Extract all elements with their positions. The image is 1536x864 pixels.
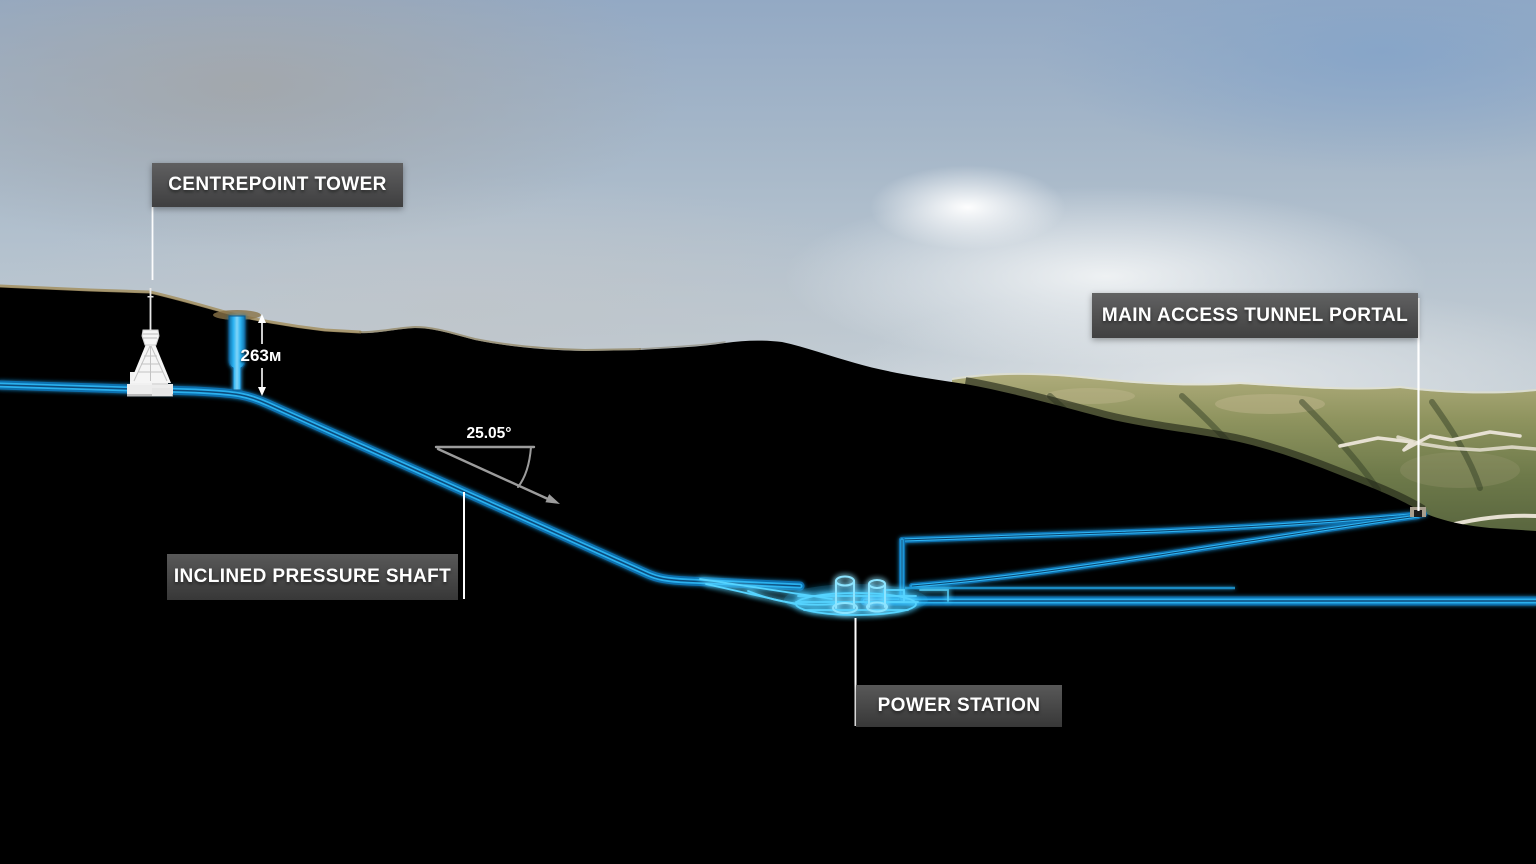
depth-measurement-arrow	[258, 314, 266, 396]
incline-angle-annotation	[434, 445, 560, 504]
power-station-label: POWER STATION	[856, 685, 1062, 727]
centrepoint-tower-label: CENTREPOINT TOWER	[152, 163, 403, 207]
annotation-lines	[151, 207, 1420, 726]
portal-structure	[1410, 507, 1426, 517]
surge-shaft-depth-value: 263м	[240, 346, 282, 365]
power-station-illustration	[699, 575, 949, 616]
main-access-tunnel-line	[899, 511, 1427, 543]
headrace-and-inclined-shaft-line	[0, 380, 805, 591]
centrepoint-tower-illustration	[127, 288, 173, 397]
secondary-access-tunnel-line	[909, 513, 1421, 589]
ridge-highlight	[0, 284, 726, 352]
inclined-pressure-shaft-label: INCLINED PRESSURE SHAFT	[167, 554, 458, 600]
incline-angle-value: 25.05°	[466, 425, 512, 442]
surge-shaft	[228, 315, 246, 391]
main-access-tunnel-portal-label: MAIN ACCESS TUNNEL PORTAL	[1092, 293, 1418, 338]
ground-silhouette	[0, 287, 1536, 864]
